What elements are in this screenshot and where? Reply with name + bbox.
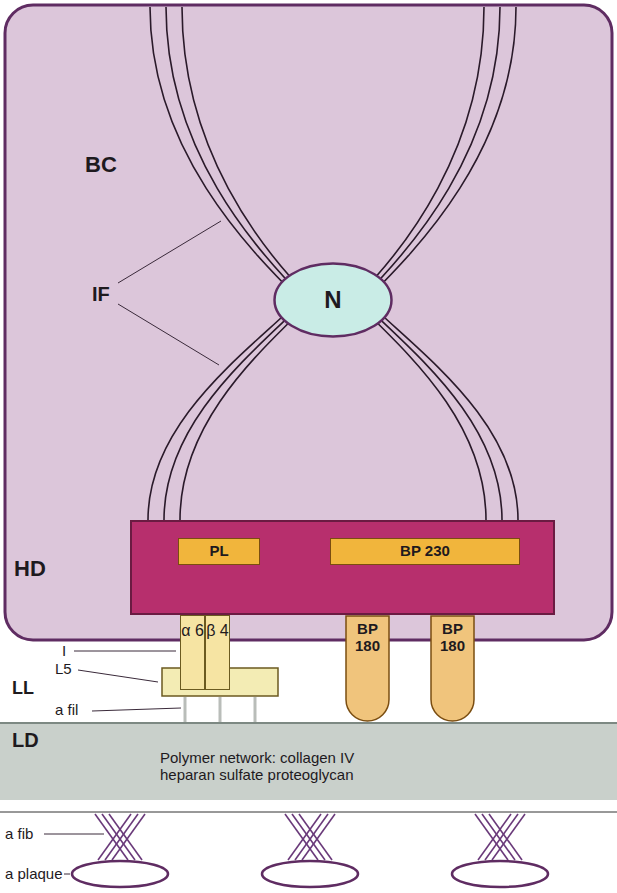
part-label: I [62, 643, 66, 660]
part-label: IF [92, 283, 110, 305]
nucleus-shape [275, 264, 392, 337]
part-label: a fil [55, 702, 78, 719]
fibril [98, 814, 131, 860]
fibril [288, 814, 321, 860]
fibril [485, 814, 518, 860]
fibril [292, 814, 325, 860]
leader-line [74, 651, 176, 652]
leader-line [78, 670, 158, 682]
filament [180, 7, 312, 520]
plaque [72, 861, 168, 887]
pill-shape [346, 616, 389, 721]
hemidesmosome-plaque: HDPLBP 230 [130, 520, 555, 615]
part-label: a fib [5, 826, 33, 843]
anchoring-filament [184, 697, 187, 722]
nucleus-ellipse: N [273, 262, 393, 338]
boundary-line [0, 812, 617, 813]
layer-label: LL [12, 679, 34, 699]
fibril [295, 814, 328, 860]
part-label: L5 [55, 661, 72, 678]
plaque [452, 861, 548, 887]
plaque [262, 861, 358, 887]
plectin-box: PL [178, 538, 260, 565]
fibril [478, 814, 511, 860]
filament [360, 7, 502, 520]
cell-outline [5, 5, 612, 640]
fibril [95, 814, 128, 860]
protein-label: BP 180 [430, 621, 475, 654]
integrin-subunit: β 4 [205, 615, 230, 690]
protein-label: PL [209, 543, 228, 560]
bp180-protein: BP 180 [345, 615, 390, 722]
fibril [302, 814, 335, 860]
fibril [492, 814, 525, 860]
fibril [285, 814, 318, 860]
protein-label: BP 230 [400, 543, 450, 560]
bp180-protein: BP 180 [430, 615, 475, 722]
anchoring-filaments [185, 697, 255, 722]
integrin-subunit: α 6 [180, 615, 205, 690]
filament [366, 7, 518, 520]
cell-label: BC [85, 153, 117, 177]
leader-line [118, 304, 219, 365]
leader-line [64, 874, 70, 875]
fibril [105, 814, 138, 860]
pill-shape [431, 616, 474, 721]
anchoring-plaques [72, 861, 548, 887]
leader-line [92, 708, 181, 711]
anchoring-filament [254, 697, 257, 722]
fibril [112, 814, 145, 860]
filament [354, 7, 486, 520]
anchoring-filament [219, 697, 222, 722]
layer-label: LD [12, 729, 39, 751]
lamina-densa-band: LD Polymer network: collagen IV heparan s… [0, 722, 617, 800]
bp230-box: BP 230 [330, 538, 520, 565]
filament [148, 7, 300, 520]
fibril [102, 814, 135, 860]
integrin-label: α 6 [181, 622, 204, 640]
nucleus-label: N [324, 287, 341, 313]
protein-label: BP 180 [345, 621, 390, 654]
part-label: a plaque [5, 866, 63, 883]
fibril [475, 814, 508, 860]
anchoring-fibrils [95, 814, 525, 860]
layer-description: Polymer network: collagen IV heparan sul… [160, 750, 400, 783]
fibril [482, 814, 515, 860]
integrin-label: β 4 [206, 622, 229, 640]
filament [164, 7, 306, 520]
intermediate-filaments [148, 7, 518, 520]
leader-line [118, 221, 221, 283]
plaque-label: HD [14, 557, 46, 581]
basal-cell: BC N HD PL BP 230 [5, 5, 612, 640]
leader-line [44, 834, 104, 835]
